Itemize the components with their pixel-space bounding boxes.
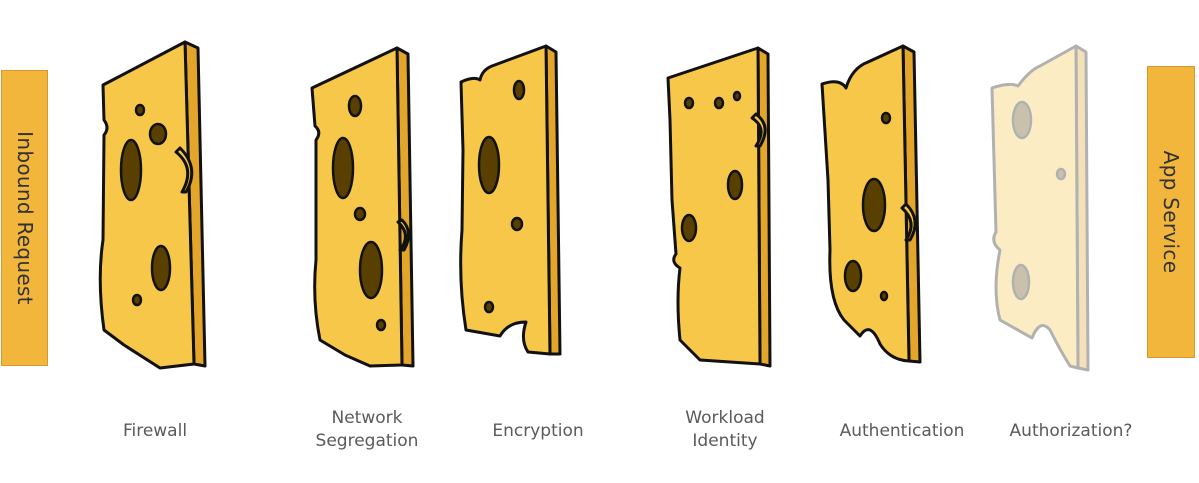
cheese-slice-encryption xyxy=(459,44,562,356)
app-service-box: App Service xyxy=(1147,66,1195,358)
layer-label-firewall: Firewall xyxy=(75,420,235,443)
cheese-slice-workload-identity xyxy=(666,46,772,368)
layer-label-network-segregation: Network Segregation xyxy=(287,407,447,453)
cheese-slice-authentication xyxy=(820,44,922,364)
layer-label-authorization: Authorization? xyxy=(991,420,1151,443)
layer-label-encryption-line1: Encryption xyxy=(492,421,584,441)
layer-label-workload-identity: Workload Identity xyxy=(645,407,805,453)
layer-label-authentication-line1: Authentication xyxy=(839,421,965,441)
layer-label-authorization-line1: Authorization? xyxy=(1009,421,1133,441)
cheese-slice-authorization xyxy=(990,44,1090,372)
layer-label-workload-line1: Workload xyxy=(685,408,765,428)
inbound-request-box: Inbound Request xyxy=(1,70,48,366)
cheese-slice-network-segregation xyxy=(310,46,415,368)
cheese-slice-firewall xyxy=(98,40,207,370)
layer-label-encryption: Encryption xyxy=(458,420,618,443)
layer-label-network-line2: Segregation xyxy=(315,431,419,451)
layer-label-workload-line2: Identity xyxy=(692,431,758,451)
layer-label-network-line1: Network xyxy=(331,408,403,428)
layer-label-authentication: Authentication xyxy=(822,420,982,443)
layer-label-firewall-line1: Firewall xyxy=(122,421,188,441)
